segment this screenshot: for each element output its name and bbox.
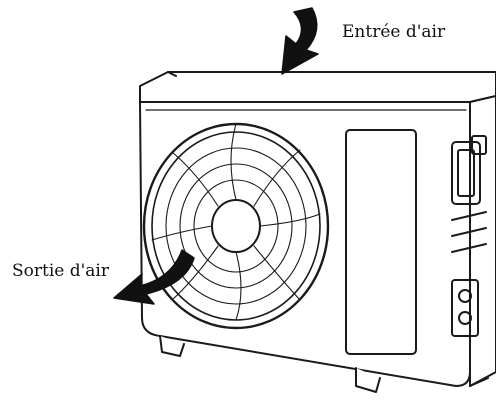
mounting-foot-left xyxy=(159,335,185,357)
air-outlet-label: Sortie d'air xyxy=(12,261,109,281)
fan-hub xyxy=(211,199,261,253)
unit-top-panel xyxy=(139,71,496,103)
unit-side-panel xyxy=(469,95,496,387)
fan-guard xyxy=(142,122,330,330)
air-inlet-label: Entrée d'air xyxy=(342,22,446,42)
curved-arrow-down-icon xyxy=(281,7,319,75)
service-valve-cover xyxy=(451,135,487,337)
curved-arrow-left-icon xyxy=(113,249,195,305)
mounting-foot-right xyxy=(355,367,381,393)
unit-front-panel xyxy=(139,101,471,387)
front-grille-panel xyxy=(345,129,417,355)
